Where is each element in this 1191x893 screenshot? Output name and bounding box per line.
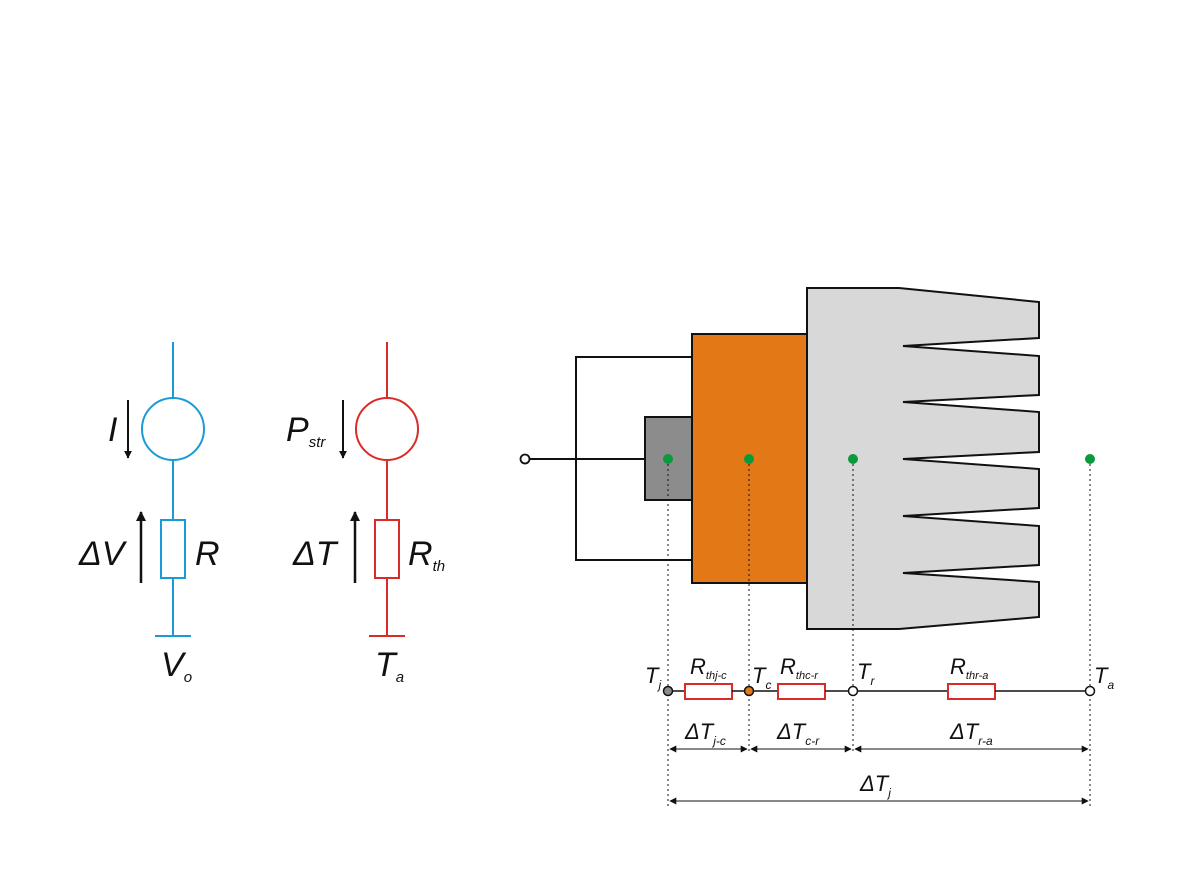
- label-delta-total: ΔTj: [859, 771, 891, 800]
- label-ta: Ta: [1094, 663, 1114, 692]
- case-point: [744, 454, 754, 464]
- resistor-rth: [374, 519, 400, 579]
- thermal-circuit: Pstr ΔT Rth Ta: [286, 342, 445, 686]
- clamp-frame: [575, 356, 692, 561]
- resistor-thr-a: [947, 683, 996, 700]
- resistor-thc-r: [777, 683, 826, 700]
- delta-v-label: ΔV: [78, 535, 128, 573]
- r-label: R: [195, 535, 220, 573]
- electric-circuit: I ΔV R Vo: [78, 342, 220, 686]
- node-tj: [662, 685, 674, 697]
- label-tr: Tr: [857, 659, 875, 688]
- delta-t-label: ΔT: [292, 535, 339, 573]
- junction-point: [663, 454, 673, 464]
- lead-terminal: [519, 453, 531, 465]
- current-source: [141, 397, 205, 461]
- label-delta-ra: ΔTr-a: [949, 719, 993, 748]
- heatsink: [806, 287, 1040, 630]
- node-tr: [847, 685, 859, 697]
- node-tc: [743, 685, 755, 697]
- heatsink-point: [848, 454, 858, 464]
- label-tj: Tj: [645, 663, 661, 692]
- pstr-label: Pstr: [286, 411, 326, 451]
- resistor-r: [160, 519, 186, 579]
- thermal-network: Tj Tc Tr Ta Rthj-c Rthc-r Rthr-a: [645, 654, 1114, 700]
- label-rthc-r: Rthc-r: [780, 654, 819, 682]
- ambient-point: [1085, 454, 1095, 464]
- current-label: I: [108, 411, 118, 449]
- power-source: [355, 397, 419, 461]
- projection-lines: [667, 464, 1091, 806]
- delta-dimensions: ΔTj-c ΔTc-r ΔTr-a ΔTj: [669, 719, 1089, 805]
- label-delta-jc: ΔTj-c: [684, 719, 726, 748]
- ground-ta-label: Ta: [375, 646, 404, 686]
- label-rthj-c: Rthj-c: [690, 654, 727, 682]
- label-tc: Tc: [752, 663, 771, 692]
- ground-v-label: Vo: [161, 646, 192, 686]
- label-rthr-a: Rthr-a: [950, 654, 988, 682]
- resistor-thj-c: [684, 683, 733, 700]
- label-delta-cr: ΔTc-r: [776, 719, 820, 748]
- physical-assembly: [519, 287, 1095, 630]
- node-ta: [1084, 685, 1096, 697]
- rth-label: Rth: [408, 535, 445, 575]
